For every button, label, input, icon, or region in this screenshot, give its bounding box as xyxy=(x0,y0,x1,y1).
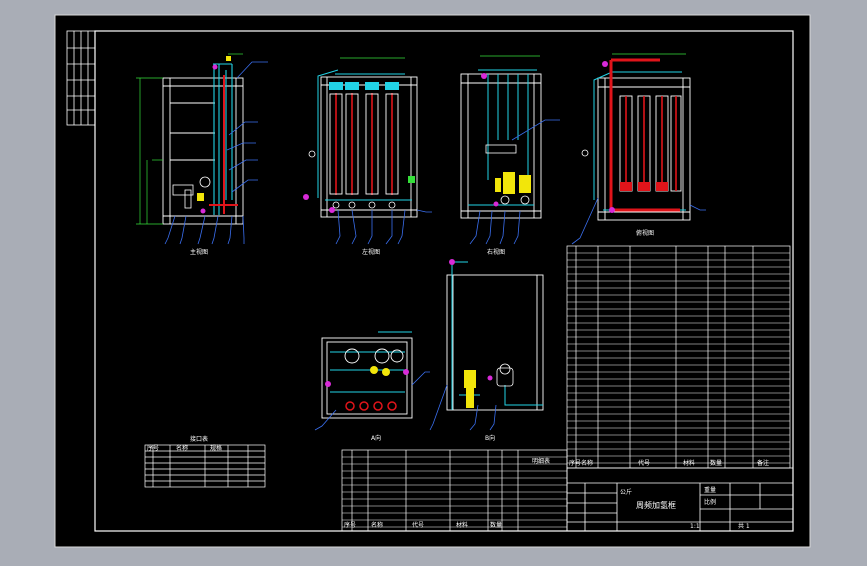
bottom-col-material: 材料 xyxy=(456,522,469,529)
revision-strip xyxy=(66,30,96,126)
bom-col-index: 序号 xyxy=(569,460,582,467)
title-block xyxy=(566,467,794,532)
small-table-col-index: 序号 xyxy=(147,445,160,452)
bom-col-material: 材料 xyxy=(683,460,696,467)
aux-b-label: B向 xyxy=(485,435,496,442)
left-view-label: 左视图 xyxy=(362,249,381,256)
aux-a-label: A向 xyxy=(371,435,382,442)
left-view xyxy=(303,57,432,245)
title-weight-label: 重量 xyxy=(704,487,717,494)
bom-col-qty: 数量 xyxy=(710,460,723,467)
bottom-col-code: 代号 xyxy=(412,522,425,529)
bom-table-right-rows xyxy=(567,252,790,464)
title-unit-label: 公斤 xyxy=(620,489,633,496)
bom-col-name: 名称 xyxy=(581,460,594,467)
bom-remark-label: 明细表 xyxy=(532,458,551,465)
title-sheet-label: 共 1 xyxy=(738,523,750,530)
bottom-col-name: 名称 xyxy=(371,522,384,529)
small-table-col-spec: 规格 xyxy=(210,445,223,452)
section-columns xyxy=(619,95,682,192)
bom-col-remark: 备注 xyxy=(757,460,770,467)
bom-col-code: 代号 xyxy=(638,460,651,467)
interface-table-title: 接口表 xyxy=(190,436,209,443)
right-view-yellow-units xyxy=(495,172,531,194)
title-ratio-label: 比例 xyxy=(704,499,717,506)
top-view xyxy=(314,331,430,431)
bom-table-bottom xyxy=(341,449,568,532)
bottom-col-qty: 数量 xyxy=(490,522,503,529)
interface-table xyxy=(144,444,266,488)
section-view xyxy=(571,53,706,245)
drawing-title: 周频加氢框 xyxy=(636,501,676,510)
front-view-label: 主视图 xyxy=(190,249,209,256)
right-view xyxy=(460,55,560,245)
front-view xyxy=(136,53,268,245)
small-table-col-name: 名称 xyxy=(176,445,189,452)
title-scale-label: 1:1 xyxy=(690,523,700,530)
bom-table-bottom-rows xyxy=(342,456,567,528)
section-view-label: 俯视图 xyxy=(636,230,655,237)
right-view-label: 右视图 xyxy=(487,249,506,256)
bottom-col-index: 序号 xyxy=(344,522,357,529)
left-view-columns xyxy=(329,82,399,209)
side-detail-view xyxy=(429,259,544,431)
